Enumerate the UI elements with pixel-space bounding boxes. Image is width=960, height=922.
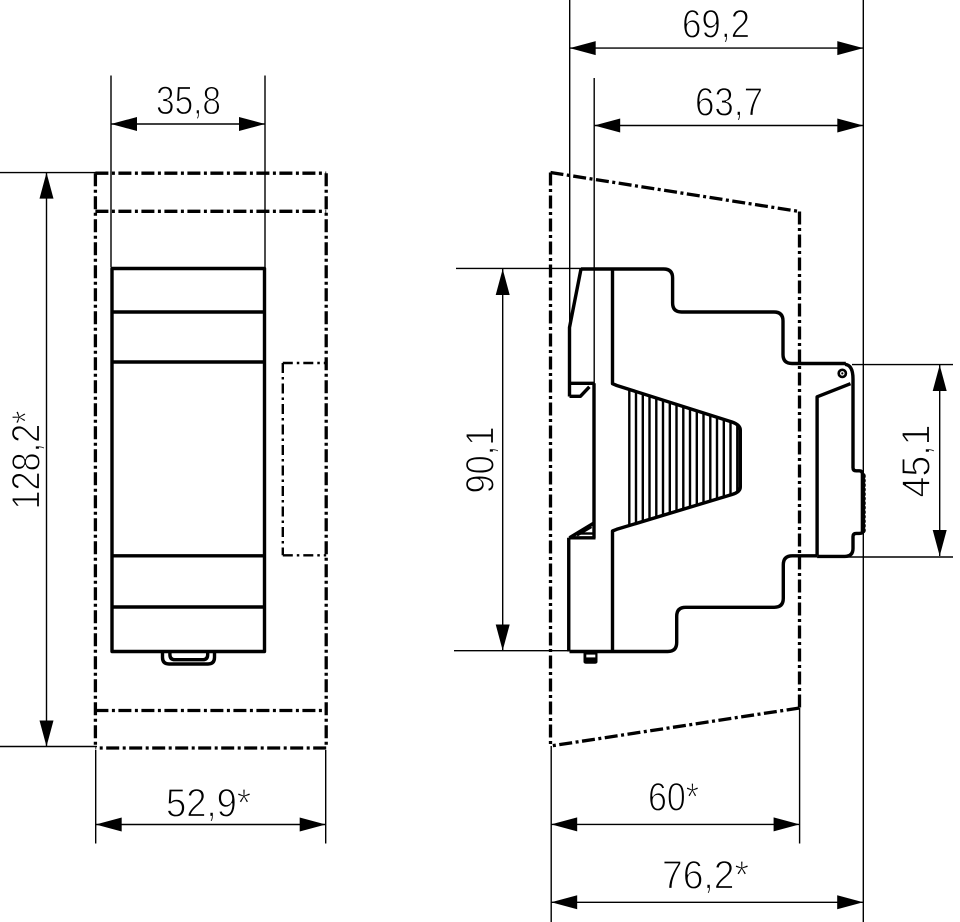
svg-text:52,9*: 52,9*: [166, 782, 251, 826]
svg-text:45,1: 45,1: [895, 425, 939, 498]
svg-text:35,8: 35,8: [156, 79, 221, 123]
svg-text:60*: 60*: [648, 776, 699, 820]
svg-text:128,2*: 128,2*: [5, 411, 49, 510]
svg-text:90,1: 90,1: [459, 427, 503, 494]
svg-text:76,2*: 76,2*: [662, 854, 749, 898]
svg-text:63,7: 63,7: [695, 81, 763, 125]
svg-text:69,2: 69,2: [682, 3, 750, 47]
